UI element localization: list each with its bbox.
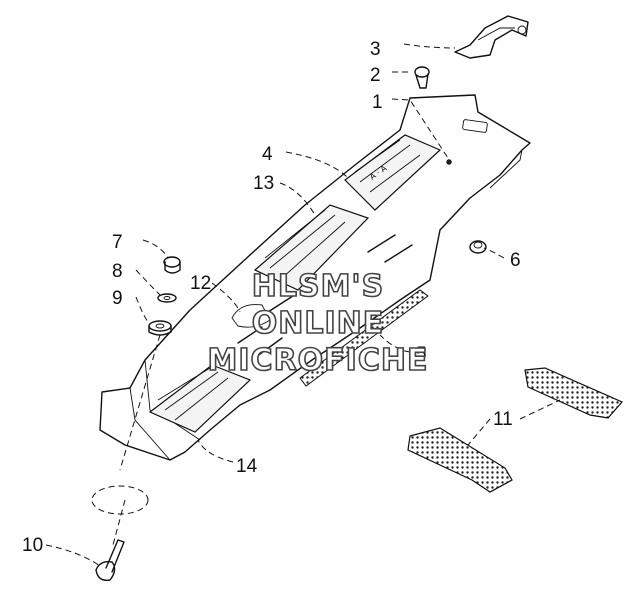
lower-panel <box>148 364 252 433</box>
grip-strips <box>407 367 623 493</box>
callout-1: 1 <box>372 92 383 113</box>
callout-10: 10 <box>22 535 43 556</box>
upper-panel: A · A <box>344 134 442 211</box>
bolt-bottom <box>91 485 149 581</box>
watermark-line-3: MICROFICHE <box>208 343 429 378</box>
watermark: HLSM'S ONLINE MICROFICHE <box>207 268 429 379</box>
nut <box>469 240 487 254</box>
callout-12: 12 <box>190 273 211 294</box>
callout-5: 5 <box>416 344 427 365</box>
callout-labels: 3 2 1 4 13 6 7 8 9 12 5 11 14 10 <box>22 39 521 556</box>
callout-11: 11 <box>493 409 513 430</box>
watermark-line-1: HLSM'S <box>252 269 384 304</box>
bracket <box>454 15 529 59</box>
callout-13: 13 <box>253 173 274 194</box>
bumper-pad <box>231 304 271 328</box>
callout-3: 3 <box>370 39 381 60</box>
watermark-line-2: ONLINE <box>252 306 385 341</box>
plate-grip-strip <box>299 289 429 387</box>
callout-2: 2 <box>370 65 381 86</box>
middle-panel <box>253 204 370 291</box>
callout-4: 4 <box>262 144 273 165</box>
screw-top <box>414 66 430 89</box>
plate-ribs <box>237 234 413 361</box>
leader-lines <box>45 43 561 567</box>
callout-7: 7 <box>112 232 123 253</box>
callout-14: 14 <box>236 456 258 477</box>
washer-stack <box>148 256 181 336</box>
callout-6: 6 <box>510 250 521 271</box>
callout-9: 9 <box>112 288 123 309</box>
callout-8: 8 <box>112 261 123 282</box>
